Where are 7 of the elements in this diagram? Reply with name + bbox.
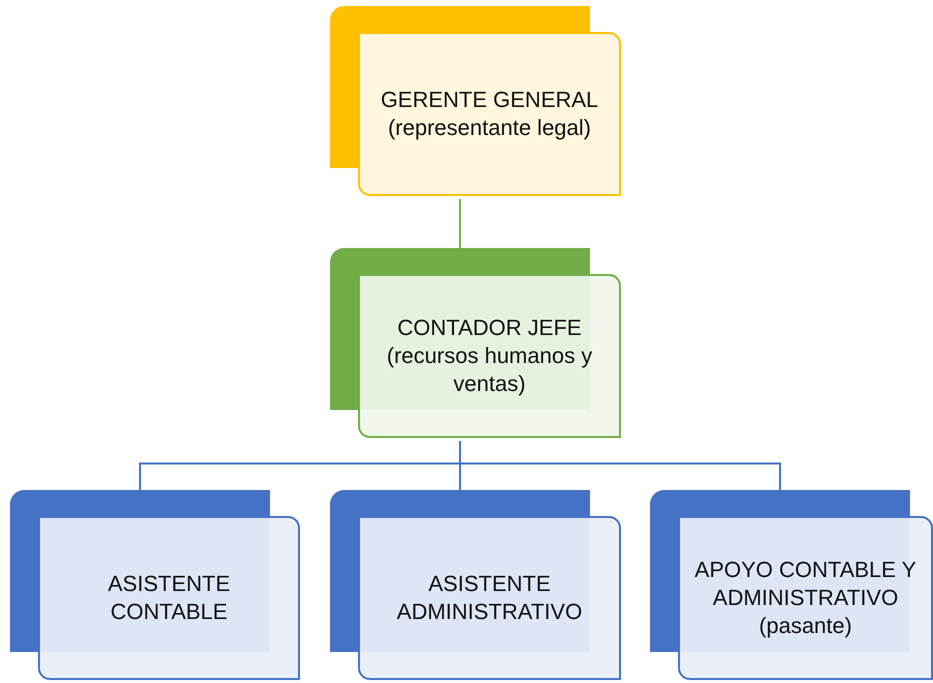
connector-line xyxy=(459,199,461,248)
position-title: GERENTE GENERAL (representante legal) xyxy=(380,86,600,142)
position-title: ASISTENTE ADMINISTRATIVO xyxy=(396,570,584,626)
connector-line xyxy=(459,441,781,490)
position-title: APOYO CONTABLE Y ADMINISTRATIVO (pasante) xyxy=(694,556,918,640)
position-title: CONTADOR JEFE (recursos humanos y ventas) xyxy=(386,314,594,398)
position-title: ASISTENTE CONTABLE xyxy=(106,570,232,626)
